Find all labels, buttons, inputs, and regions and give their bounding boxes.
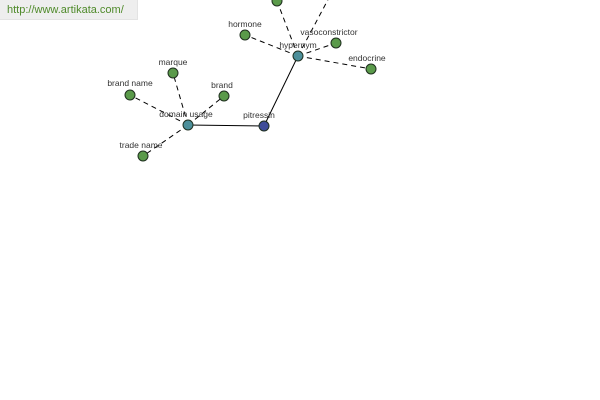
node-label-pitressin[interactable]: pitressin [243,110,275,120]
labels-layer: pitressin domain usage hypernym brand name m… [107,19,386,150]
node-endocrine[interactable] [365,63,377,75]
node-label-trade-name[interactable]: trade name [120,140,163,150]
node-top-node-1[interactable] [271,0,283,7]
node-trade-name[interactable] [137,150,149,162]
node-domain-usage[interactable] [182,119,194,131]
edge-pitressin-hypernym [263,55,299,127]
node-label-vasoconstrictor[interactable]: vasoconstrictor [300,27,357,37]
url-link[interactable]: http://www.artikata.com/ [7,4,124,16]
edge-hypernym-endocrine [297,55,372,70]
node-brand-name[interactable] [124,89,136,101]
node-hormone[interactable] [239,29,251,41]
edge-hypernym-top-node-2 [297,0,329,57]
edge-domain-usage-trade-name [142,124,189,157]
node-label-domain-usage[interactable]: domain usage [159,109,213,119]
node-label-hormone[interactable]: hormone [228,19,262,29]
node-label-hypernym[interactable]: hypernym [279,40,316,50]
node-brand[interactable] [218,90,230,102]
edge-hypernym-vasoconstrictor [297,42,337,57]
node-label-brand-name[interactable]: brand name [107,78,153,88]
edge-hypernym-top-node-1 [276,0,299,57]
node-label-brand[interactable]: brand [211,80,233,90]
node-label-marque[interactable]: marque [159,57,188,67]
edge-hypernym-hormone [244,34,299,57]
edge-domain-usage-brand-name [129,94,189,126]
node-vasoconstrictor[interactable] [330,37,342,49]
edge-pitressin-domain-usage [187,124,265,127]
edges-layer [129,0,372,157]
url-banner[interactable]: http://www.artikata.com/ [0,0,138,20]
node-hypernym[interactable] [292,50,304,62]
node-label-endocrine[interactable]: endocrine [348,53,386,63]
node-marque[interactable] [167,67,179,79]
node-pitressin[interactable] [258,120,270,132]
edge-domain-usage-brand [187,95,225,126]
nodes-layer [124,0,377,162]
edge-domain-usage-marque [172,72,189,126]
